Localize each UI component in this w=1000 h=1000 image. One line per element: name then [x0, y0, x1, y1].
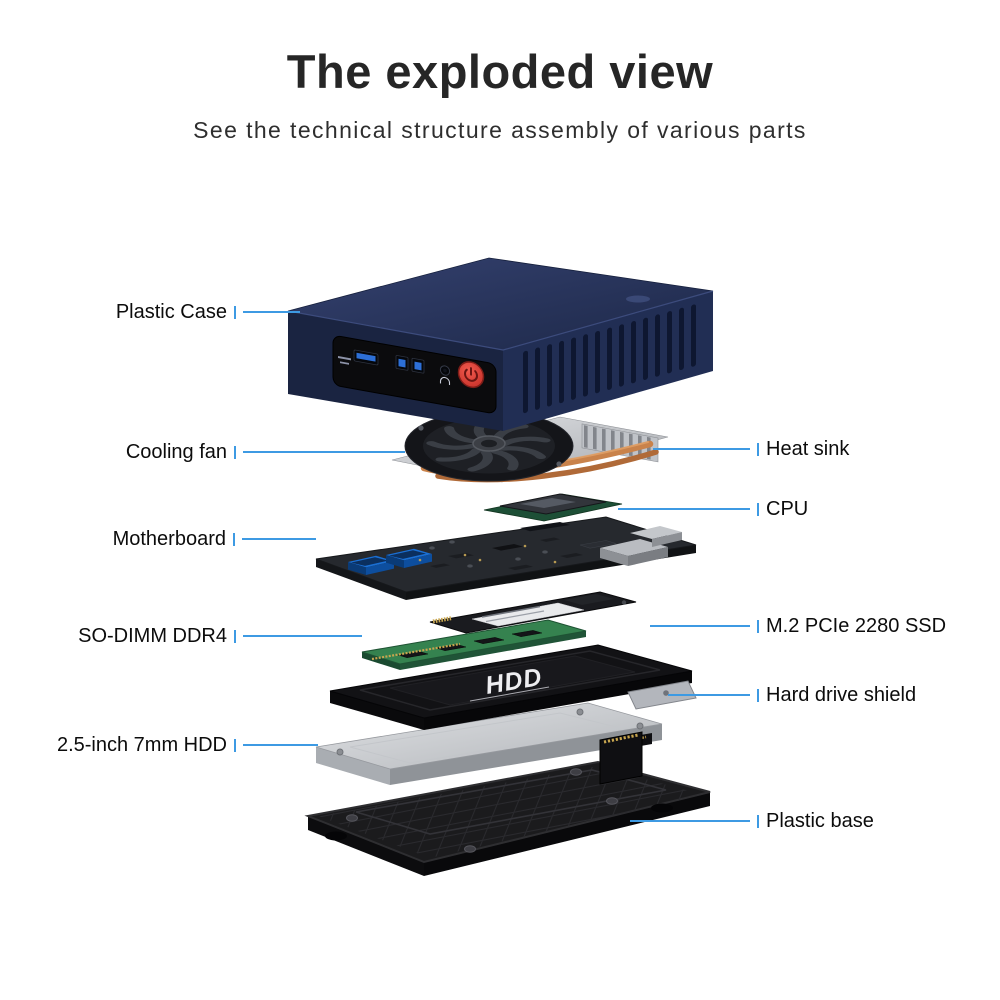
ram-gold-contacts [371, 642, 461, 661]
base-screw-posts [346, 768, 618, 853]
cooling-fan-part [404, 410, 574, 482]
callout-heat-sink: Heat sink [653, 436, 849, 462]
callout-hard-drive-shield: Hard drive shield [668, 682, 916, 708]
callout-label: CPU [766, 497, 809, 520]
ram-part [361, 619, 587, 670]
cpu-part [483, 493, 623, 522]
base-foot [325, 831, 347, 841]
case-front-panel [332, 335, 497, 414]
callout-cooling-fan: Cooling fan [126, 439, 405, 465]
callout-so-dimm-ddr4: SO-DIMM DDR4 [78, 623, 362, 649]
hdd-shield-part: HDD [329, 644, 697, 730]
callout-label: Plastic Case [115, 300, 227, 323]
callout-label: Hard drive shield [766, 683, 917, 706]
case-vents [523, 304, 696, 414]
plastic-case-part [287, 257, 714, 431]
leader-tick [234, 305, 236, 319]
ssd-gold-fingers [432, 616, 452, 624]
page-subtitle: See the technical structure assembly of … [193, 117, 807, 143]
leader-tick [757, 502, 759, 516]
leader-line [618, 508, 750, 510]
leader-line [242, 538, 316, 540]
callout-cpu: CPU [618, 496, 808, 522]
sata-adapter [599, 731, 643, 785]
leader-tick [757, 814, 759, 828]
ssd-part [429, 591, 637, 634]
shield-bracket [627, 680, 697, 710]
callout-label: Plastic base [766, 809, 874, 832]
leader-tick [234, 738, 236, 752]
callout-plastic-base: Plastic base [630, 808, 874, 834]
base-foot [651, 803, 673, 813]
leader-tick [757, 442, 759, 456]
leader-line [630, 820, 750, 822]
callout-label: Motherboard [112, 527, 226, 550]
leader-line [650, 625, 750, 627]
callout-label: Cooling fan [125, 440, 227, 463]
rf-shield [600, 539, 668, 556]
callout-m2-ssd: M.2 PCIe 2280 SSD [650, 613, 946, 639]
motherboard-part [315, 516, 697, 600]
leader-tick [234, 629, 236, 643]
leader-line [243, 744, 318, 746]
page-title: The exploded view [286, 45, 714, 98]
leader-tick [233, 532, 235, 546]
leader-line [243, 451, 405, 453]
leader-line [243, 311, 300, 313]
callout-label: Heat sink [766, 437, 850, 460]
callout-hdd: 2.5-inch 7mm HDD [57, 732, 318, 758]
callout-plastic-case: Plastic Case [116, 299, 300, 325]
callout-label: SO-DIMM DDR4 [78, 624, 227, 647]
callout-label: 2.5-inch 7mm HDD [56, 733, 227, 756]
leader-tick [234, 445, 236, 459]
case-logo-mark [626, 295, 650, 303]
leader-tick [757, 619, 759, 633]
callout-label: M.2 PCIe 2280 SSD [766, 614, 947, 637]
leader-line [653, 448, 750, 450]
callout-motherboard: Motherboard [113, 526, 316, 552]
leader-tick [757, 688, 759, 702]
leader-line [243, 635, 362, 637]
leader-line [668, 694, 750, 696]
